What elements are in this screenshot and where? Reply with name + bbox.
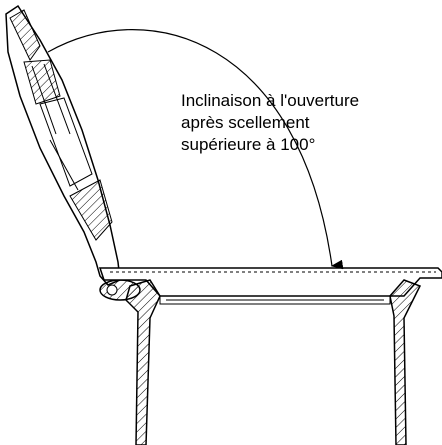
annotation-line-1: Inclinaison à l'ouverture	[181, 91, 360, 110]
opening-angle-annotation: Inclinaison à l'ouverture après scelleme…	[181, 90, 359, 156]
annotation-line-2: après scellement	[181, 113, 310, 132]
opening-angle-arc	[47, 29, 344, 270]
lid-hatched-section-top	[9, 9, 41, 61]
annotation-line-3: supérieure à 100°	[181, 135, 316, 154]
frame-seat	[159, 295, 391, 305]
frame-left-wall	[125, 279, 161, 445]
lid-hatched-section-mid	[23, 59, 61, 105]
lid-hatched-section-bottom	[69, 179, 113, 241]
frame-right-wall	[389, 279, 422, 445]
lid-rib-line	[31, 63, 79, 191]
hinge-pin	[106, 284, 118, 296]
open-lid	[5, 4, 121, 286]
lid-outer-profile	[5, 4, 121, 286]
frame	[98, 267, 442, 445]
